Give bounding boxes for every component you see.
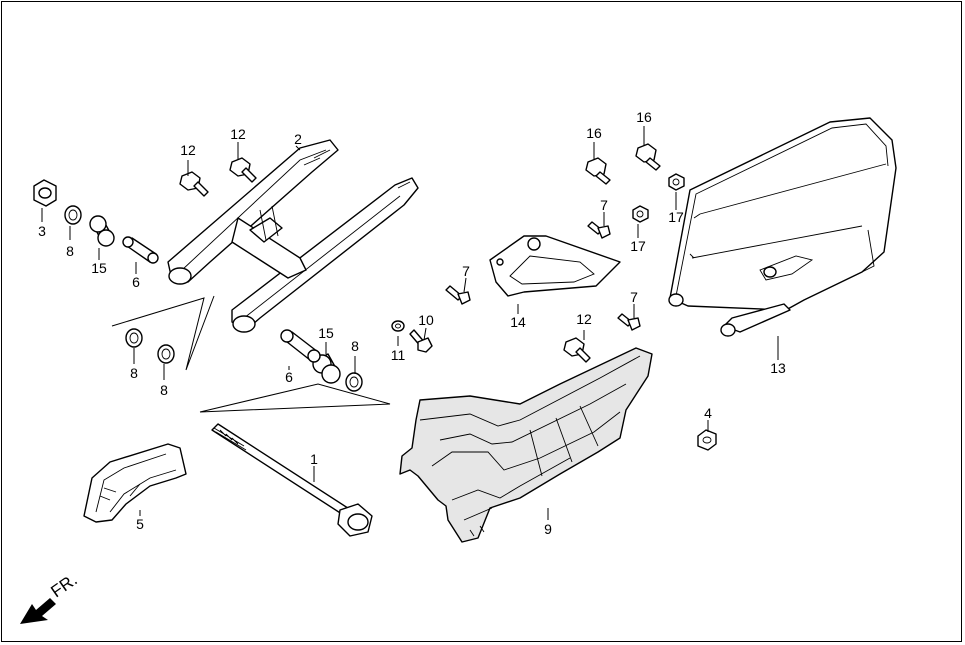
seal-part-8-d <box>345 372 363 392</box>
callout-5: 5 <box>136 516 144 532</box>
nut-part-17-b <box>632 205 649 223</box>
bolt-part-7-a <box>445 285 471 305</box>
callout-15: 15 <box>318 325 334 341</box>
callout-16: 16 <box>636 109 652 125</box>
chain-slider-part-5 <box>83 443 187 523</box>
callout-4: 4 <box>704 405 712 421</box>
seal-part-8-c <box>157 344 175 364</box>
collar-part-6-b <box>280 329 321 363</box>
callout-2: 2 <box>294 131 302 147</box>
front-direction-arrow-icon <box>20 598 56 624</box>
pivot-bolt-part-1 <box>211 423 373 537</box>
nut-part-4 <box>697 429 717 451</box>
callout-8: 8 <box>351 338 359 354</box>
seal-part-8-b <box>125 328 143 348</box>
callout-17: 17 <box>630 238 646 254</box>
bolt-part-7-b <box>587 221 611 239</box>
callout-8: 8 <box>66 243 74 259</box>
callout-11: 11 <box>391 347 406 363</box>
bearing-part-15-a <box>89 215 115 247</box>
callout-13: 13 <box>770 360 786 376</box>
bolt-part-12-c <box>563 337 591 363</box>
nut-part-3 <box>33 179 57 207</box>
callout-6: 6 <box>285 369 293 385</box>
guard-frame-part-13 <box>668 117 897 337</box>
callout-3: 3 <box>38 223 46 239</box>
bolt-part-16-a <box>585 157 611 185</box>
callout-6: 6 <box>132 274 140 290</box>
bracket-plate-part-14 <box>489 235 621 297</box>
seal-part-8-a <box>64 205 82 225</box>
callout-12: 12 <box>230 126 246 142</box>
callout-7: 7 <box>462 263 470 279</box>
callout-1: 1 <box>310 451 318 467</box>
nut-part-17-a <box>668 173 685 191</box>
callout-16: 16 <box>586 125 602 141</box>
washer-part-11 <box>391 320 405 332</box>
bolt-part-16-b <box>635 143 661 171</box>
callout-10: 10 <box>418 312 434 328</box>
collar-part-6-a <box>122 236 159 264</box>
bolt-part-7-c <box>617 313 641 331</box>
callout-7: 7 <box>630 289 638 305</box>
callout-14: 14 <box>510 314 526 330</box>
bolt-part-12-b <box>229 157 257 183</box>
callout-17: 17 <box>668 209 684 225</box>
callout-12: 12 <box>576 311 592 327</box>
swingarm-part-2 <box>167 139 419 333</box>
leader-lines <box>41 126 779 520</box>
callout-9: 9 <box>544 521 552 537</box>
callout-8: 8 <box>130 365 138 381</box>
callout-7: 7 <box>600 197 608 213</box>
chain-cover-part-9 <box>399 347 653 543</box>
callout-8: 8 <box>160 382 168 398</box>
callout-12: 12 <box>180 142 196 158</box>
callout-labels: 3 8 15 6 12 12 2 8 8 6 15 8 1 5 11 10 7 … <box>38 109 786 537</box>
callout-15: 15 <box>91 260 107 276</box>
bolt-part-12-a <box>179 171 209 197</box>
bolt-part-10 <box>409 329 433 353</box>
front-direction-label: FR. <box>47 570 80 601</box>
